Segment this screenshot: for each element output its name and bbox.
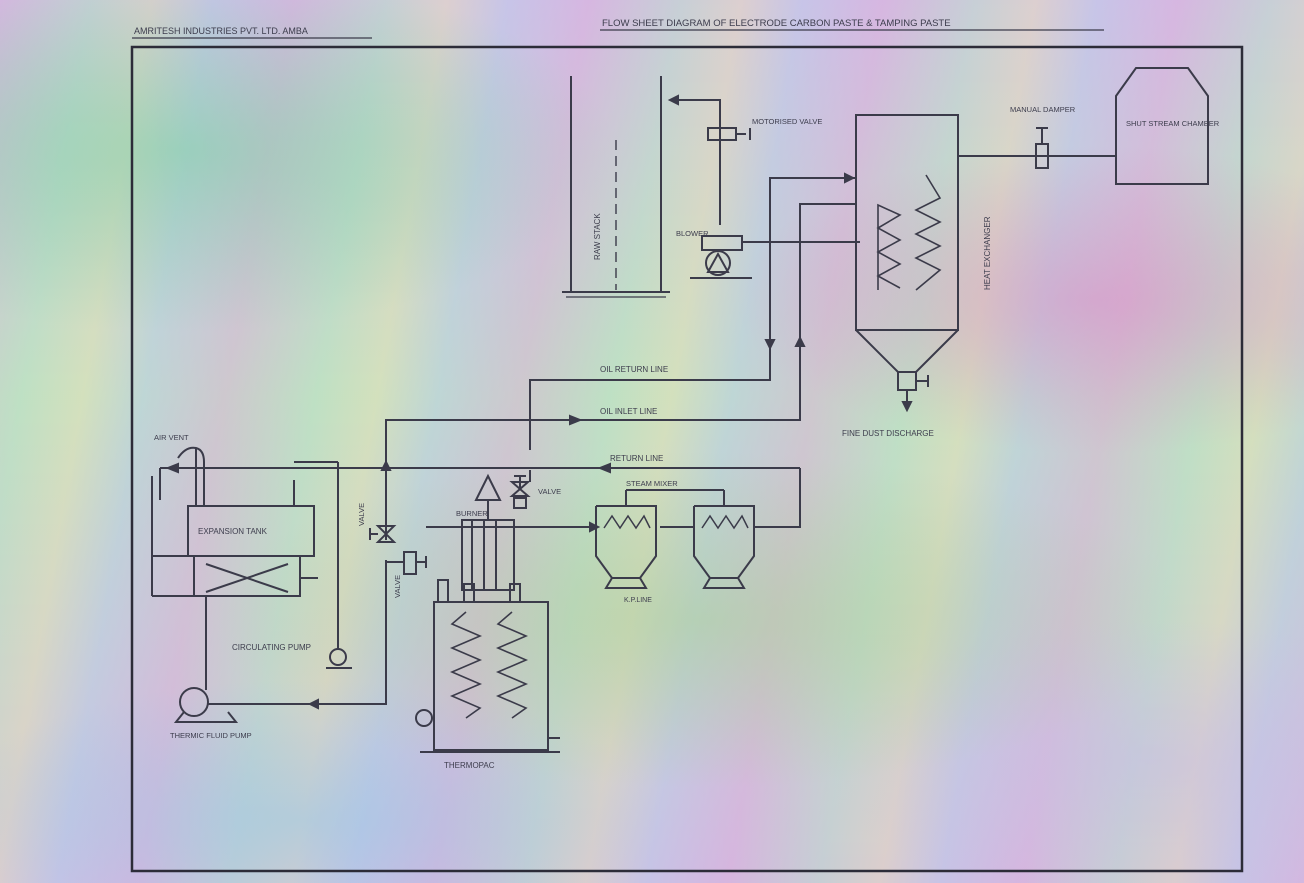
- valve-main-label: VALVE: [538, 487, 561, 496]
- steam-mixer-label: STEAM MIXER: [626, 479, 678, 488]
- diagram-title: FLOW SHEET DIAGRAM OF ELECTRODE CARBON P…: [602, 18, 951, 29]
- oil-return-line: [530, 174, 856, 450]
- blower-label: BLOWER: [676, 229, 709, 238]
- steam-mixer-1: [596, 490, 656, 588]
- combustion-chamber-label: SHUT STREAM CHAMBER: [1126, 119, 1220, 128]
- thermic-fluid-pump: [176, 560, 386, 722]
- return-line-label: RETURN LINE: [610, 454, 663, 463]
- chimney-label: RAW STACK: [593, 213, 602, 260]
- burner-label: BURNER: [456, 509, 488, 518]
- thermopac-label: THERMOPAC: [444, 761, 495, 770]
- thermopac: [416, 580, 560, 752]
- motorised-valve: [670, 96, 750, 225]
- flow-to-mixers: [426, 523, 694, 531]
- heat-exchanger-label: HEAT EXCHANGER: [983, 216, 992, 290]
- valve-left-upper: [370, 526, 394, 542]
- valve-left2-label: VALVE: [393, 575, 402, 598]
- expansion-tank: [152, 462, 338, 690]
- valve-left1-label: VALVE: [357, 503, 366, 526]
- air-vent-label: AIR VENT: [154, 433, 189, 442]
- motorised-valve-label: MOTORISED VALVE: [752, 117, 822, 126]
- fine-dust-label: FINE DUST DISCHARGE: [842, 429, 934, 438]
- valve-left-lower: [386, 552, 426, 574]
- main-valve: [512, 470, 530, 508]
- damper-label: MANUAL DAMPER: [1010, 105, 1076, 114]
- steam-mixer-2: [694, 490, 754, 588]
- manual-damper: [958, 128, 1116, 168]
- circulating-pump: [326, 649, 352, 668]
- circulating-pump-label: CIRCULATING PUMP: [232, 643, 311, 652]
- company-name: AMRITESH INDUSTRIES PVT. LTD. AMBA: [134, 26, 308, 36]
- drawing-frame: [132, 47, 1242, 871]
- oil-inlet-line-label: OIL INLET LINE: [600, 407, 657, 416]
- heat-exchanger: [856, 115, 958, 410]
- chimney: [562, 76, 670, 297]
- air-vent: [178, 448, 204, 506]
- expansion-tank-label: EXPANSION TANK: [198, 527, 268, 536]
- blower: [690, 236, 860, 278]
- kettle-label: K.P.LINE: [624, 597, 652, 604]
- oil-return-line-label: OIL RETURN LINE: [600, 365, 668, 374]
- thermic-pump-label: THERMIC FLUID PUMP: [170, 731, 252, 740]
- burner: [462, 476, 514, 590]
